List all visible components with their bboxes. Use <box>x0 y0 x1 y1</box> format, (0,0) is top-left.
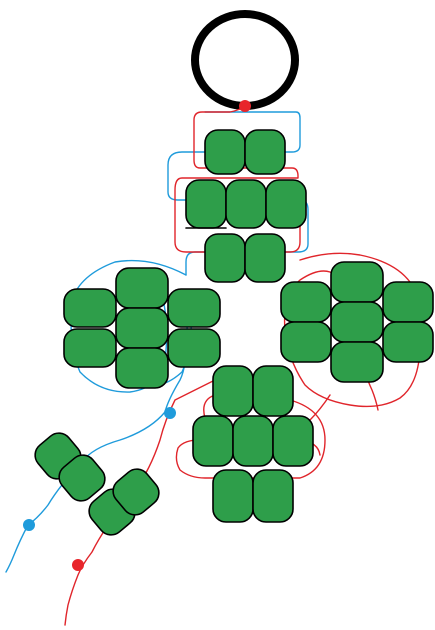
bead <box>253 366 293 416</box>
bead <box>281 282 331 322</box>
blue-marker <box>164 407 176 419</box>
bead <box>205 234 245 282</box>
bead <box>383 322 433 362</box>
bead <box>266 180 306 228</box>
bead <box>168 329 220 367</box>
bead <box>116 308 168 348</box>
bead <box>273 416 313 466</box>
bead <box>205 130 245 174</box>
bead <box>116 348 168 388</box>
bead <box>245 130 285 174</box>
blue-marker <box>23 519 35 531</box>
bead <box>186 180 226 228</box>
bead <box>253 470 293 522</box>
bead-clusters <box>30 130 433 540</box>
bead <box>245 234 285 282</box>
bead <box>168 289 220 327</box>
bead <box>226 180 266 228</box>
bead <box>193 416 233 466</box>
red-end-marker <box>72 559 84 571</box>
bead <box>64 289 116 327</box>
bead <box>331 262 383 302</box>
red-start-marker <box>239 100 251 112</box>
bead <box>281 322 331 362</box>
bead <box>331 302 383 342</box>
bead <box>64 329 116 367</box>
jump-ring <box>195 14 295 106</box>
bead <box>331 342 383 382</box>
bead <box>213 470 253 522</box>
bead <box>116 268 168 308</box>
bead <box>383 282 433 322</box>
bead <box>233 416 273 466</box>
bead <box>213 366 253 416</box>
